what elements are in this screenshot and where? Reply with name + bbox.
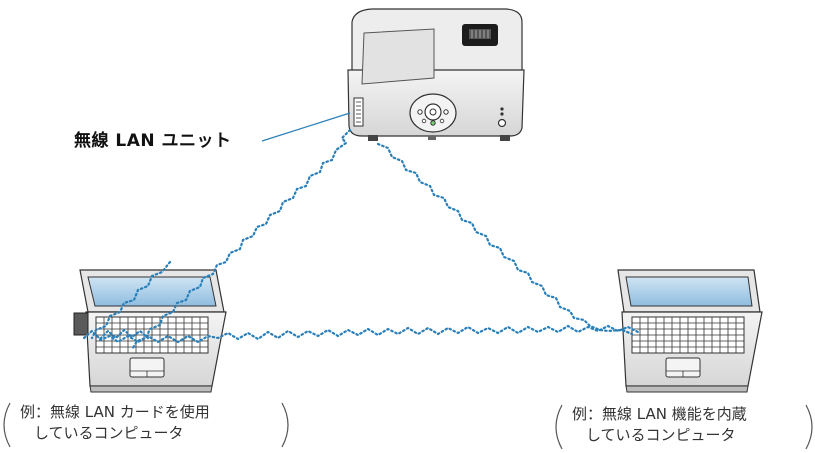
signal-projector-left-2 xyxy=(90,260,172,340)
signal-projector-right xyxy=(376,142,634,336)
right-laptop-caption: 例：無線 LAN 機能を内蔵 しているコンピュータ xyxy=(572,404,747,446)
left-laptop-caption: 例：無線 LAN カードを使用 しているコンピュータ xyxy=(20,402,210,444)
leader-line xyxy=(261,112,351,142)
signal-left-right xyxy=(98,324,640,344)
right-caption-line2: しているコンピュータ xyxy=(586,426,736,444)
left-caption-open-paren xyxy=(3,402,11,448)
right-caption-open-paren xyxy=(555,404,563,450)
projector xyxy=(347,8,525,141)
right-laptop xyxy=(617,269,763,393)
caption-parentheses xyxy=(3,402,813,450)
left-caption-line1: 例：無線 LAN カードを使用 xyxy=(20,403,210,421)
right-caption-line1: 例：無線 LAN 機能を内蔵 xyxy=(572,405,747,423)
right-caption-close-paren xyxy=(805,404,813,450)
left-laptop xyxy=(73,269,227,393)
left-caption-close-paren xyxy=(281,402,289,448)
left-caption-line2: しているコンピュータ xyxy=(34,424,184,442)
signal-left-local xyxy=(82,328,150,341)
signal-projector-left xyxy=(131,128,352,350)
wireless-lan-unit-label: 無線 LAN ユニット xyxy=(74,131,232,151)
